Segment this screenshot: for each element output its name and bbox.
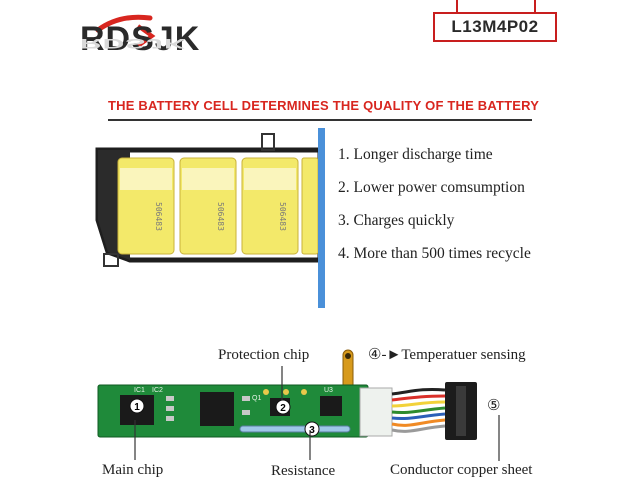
label-temperature-num: ④	[368, 347, 382, 363]
model-bracket-left	[456, 0, 458, 14]
model-code-badge: L13M4P02	[433, 12, 557, 42]
cell-print-2: 506483	[216, 202, 225, 231]
battery-cells: 506483 506483 506483	[117, 157, 319, 255]
resistance-strip	[239, 425, 351, 433]
label-temperature-text: Temperatuer sensing	[401, 347, 526, 363]
logo-swoosh-icon	[95, 14, 156, 48]
leader-conductor	[498, 415, 500, 461]
feature-item: 1. Longer discharge time	[338, 146, 493, 163]
marker-3: 3	[304, 421, 320, 437]
label-temperature-sensing: ④-►Temperatuer sensing	[368, 347, 526, 363]
marker-1: 1	[129, 398, 145, 414]
leader-resistance	[309, 430, 311, 460]
cell-print-1: 506483	[154, 202, 163, 231]
page-headline: THE BATTERY CELL DETERMINES THE QUALITY …	[108, 98, 540, 113]
protection-board-illustration: IC1 IC2 Q1 U3 1 2 3	[97, 349, 477, 440]
label-protection-chip: Protection chip	[218, 347, 310, 363]
svg-text:1: 1	[134, 402, 140, 413]
brand-logo: RDSJK RDSJK	[80, 12, 215, 68]
silkscreen-ic2: IC2	[152, 387, 163, 394]
svg-text:3: 3	[309, 425, 315, 436]
model-bracket-right	[534, 0, 536, 14]
leader-protection-chip	[281, 366, 283, 400]
feature-item: 3. Charges quickly	[338, 212, 455, 229]
silkscreen-u3: U3	[324, 387, 333, 394]
mount-tab-top	[261, 133, 275, 151]
silkscreen-q1: Q1	[252, 395, 261, 402]
ribbon-cable	[391, 388, 446, 433]
label-resistance: Resistance	[271, 463, 336, 479]
logo-wordmark: RDSJK	[80, 20, 201, 58]
battery-pack-illustration: 506483 506483 506483	[95, 128, 325, 308]
blue-edge-strip	[318, 128, 325, 308]
svg-text:2: 2	[280, 403, 286, 414]
feature-item: 2. Lower power comsumption	[338, 179, 525, 196]
mount-tab-bottom	[103, 253, 119, 267]
marker-2: 2	[275, 399, 291, 415]
silkscreen-ic1: IC1	[134, 387, 145, 394]
leader-main-chip	[134, 420, 136, 460]
cell-print-3: 506483	[278, 202, 287, 231]
logo-reflection: RDSJK	[80, 36, 187, 51]
feature-list: 1. Longer discharge time 2. Lower power …	[338, 144, 531, 276]
feature-item: 4. More than 500 times recycle	[338, 245, 531, 262]
label-conductor-num: ⑤	[487, 398, 501, 414]
headline-divider	[108, 119, 532, 121]
label-conductor-copper-sheet: Conductor copper sheet	[390, 462, 533, 478]
label-main-chip: Main chip	[102, 462, 164, 478]
